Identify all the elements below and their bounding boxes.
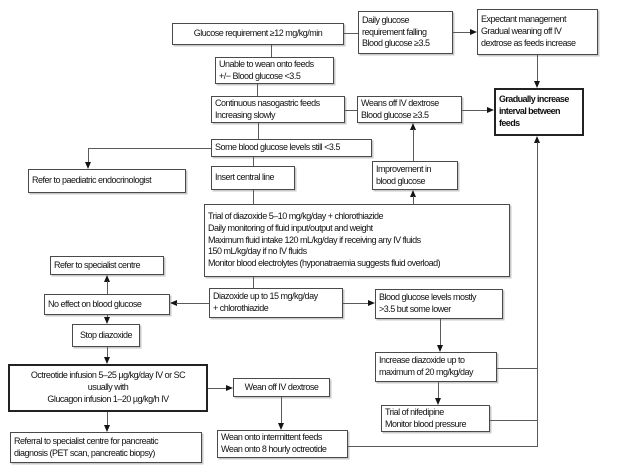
- arrow-down-icon: [533, 81, 540, 88]
- arrow-up-icon: [103, 275, 110, 282]
- connector-line: [438, 382, 439, 399]
- connector-line: [344, 33, 358, 34]
- connector-line: [176, 303, 209, 304]
- connector-line: [253, 190, 254, 204]
- node-unable-to-wean: Unable to wean onto feeds +/− Blood gluc…: [215, 57, 334, 84]
- connector-line: [345, 110, 357, 111]
- node-trial-nifedipine: Trial of nifedipine Monitor blood pressu…: [381, 405, 490, 432]
- connector-line: [271, 45, 272, 57]
- arrow-right-icon: [470, 28, 477, 35]
- arrow-left-icon: [170, 299, 177, 306]
- arrow-down-icon: [434, 398, 441, 405]
- node-refer-paediatric-endocrinologist: Refer to paediatric endocrinologist: [28, 169, 186, 193]
- connector-line: [497, 368, 537, 369]
- node-referral-pancreatic-diagnosis: Referral to specialist centre for pancre…: [10, 432, 202, 463]
- node-weans-off-iv-dextrose: Weans off IV dextrose Blood glucose ≥3.5: [357, 96, 462, 123]
- arrow-up-icon: [409, 190, 416, 197]
- node-improvement-blood-glucose: Improvement in blood glucose: [372, 161, 458, 190]
- connector-line: [281, 397, 282, 424]
- connector-line: [537, 142, 538, 446]
- node-expectant-management: Expectant management Gradual weaning off…: [477, 9, 598, 55]
- node-some-blood-glucose-low: Some blood glucose levels still <3.5: [211, 139, 372, 157]
- arrow-down-icon: [103, 317, 110, 324]
- node-insert-central-line: Insert central line: [211, 166, 295, 190]
- arrow-down-icon: [103, 357, 110, 364]
- node-wean-intermittent-feeds: Wean onto intermittent feeds Wean onto 8…: [217, 430, 348, 458]
- connector-line: [343, 303, 369, 304]
- connector-line: [490, 420, 537, 421]
- arrow-right-icon: [226, 384, 233, 391]
- arrow-right-icon: [368, 299, 375, 306]
- connector-line: [253, 277, 254, 288]
- connector-line: [107, 347, 108, 358]
- connector-line: [208, 388, 227, 389]
- arrow-down-icon: [277, 423, 284, 430]
- connector-line: [88, 148, 211, 149]
- arrow-up-icon: [533, 136, 540, 143]
- connector-line: [257, 84, 258, 96]
- node-no-effect-blood-glucose: No effect on blood glucose: [44, 294, 170, 315]
- connector-line: [88, 148, 89, 162]
- node-glucose-requirement: Glucose requirement ≥12 mg/kg/min: [172, 23, 344, 45]
- node-diazoxide-up-to-15: Diazoxide up to 15 mg/kg/day + chlorothi…: [209, 288, 343, 318]
- node-octreotide-glucagon-infusion: Octreotide infusion 5–25 µg/kg/day IV or…: [8, 364, 208, 412]
- connector-line: [413, 129, 414, 161]
- connector-line: [107, 281, 108, 294]
- arrow-down-icon: [84, 162, 91, 169]
- arrow-right-icon: [487, 106, 494, 113]
- node-increase-diazoxide-max-20: Increase diazoxide up to maximum of 20 m…: [375, 352, 497, 382]
- connector-line: [348, 446, 538, 447]
- node-daily-glucose-falling: Daily glucose requirement falling Blood …: [358, 11, 453, 54]
- node-blood-glucose-mostly-above: Blood glucose levels mostly >3.5 but som…: [375, 289, 503, 319]
- connector-line: [453, 32, 471, 33]
- arrow-up-icon: [409, 123, 416, 130]
- connector-line: [440, 319, 441, 346]
- connector-line: [253, 157, 254, 166]
- connector-line: [258, 123, 259, 139]
- connector-line: [107, 412, 108, 426]
- arrow-down-icon: [103, 425, 110, 432]
- node-wean-off-iv-dextrose: Wean off IV dextrose: [233, 378, 330, 397]
- arrow-down-icon: [436, 345, 443, 352]
- connector-line: [537, 55, 538, 82]
- connector-line: [462, 110, 487, 111]
- node-stop-diazoxide: Stop diazoxide: [72, 324, 140, 347]
- node-refer-specialist-centre: Refer to specialist centre: [50, 256, 164, 275]
- connector-line: [413, 196, 414, 204]
- node-continuous-nasogastric-feeds: Continuous nasogastric feeds Increasing …: [211, 96, 345, 123]
- node-trial-diazoxide-chlorothiazide: Trial of diazoxide 5–10 mg/kg/day + chlo…: [204, 204, 510, 277]
- node-gradually-increase-feed-interval: Gradually increase interval between feed…: [494, 88, 584, 136]
